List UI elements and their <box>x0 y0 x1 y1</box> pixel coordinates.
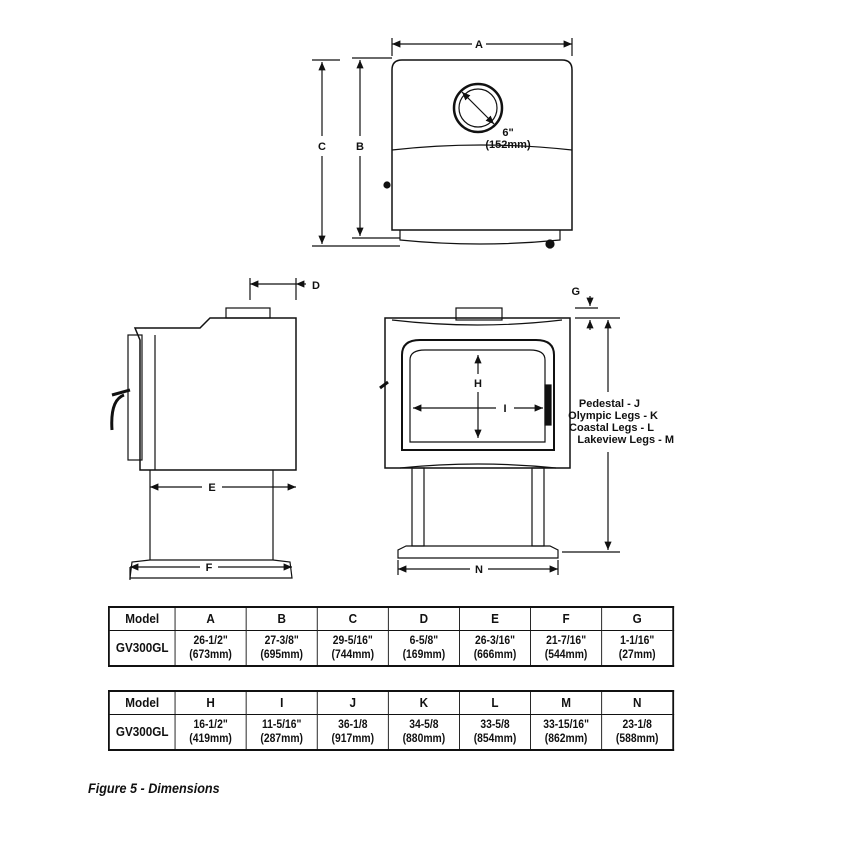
value-inches: 16-1/2" <box>193 719 228 731</box>
label-d: D <box>312 280 320 292</box>
value-inches: 1-1/16" <box>620 635 655 647</box>
side-view <box>110 278 306 580</box>
table-row: GV300GL 16-1/2" (419mm) 11-5/16" (287mm) 3… <box>108 714 674 751</box>
value-cell: 11-5/16" (287mm) <box>245 714 318 751</box>
value-mm: (666mm) <box>473 649 517 661</box>
table-row: GV300GL 26-1/2" (673mm) 27-3/8" (695mm) 29… <box>108 630 674 667</box>
value-inches: 36-1/8 <box>338 719 368 731</box>
value-inches: 23-1/8 <box>622 719 652 731</box>
header-cell: I <box>245 690 318 715</box>
value-cell: 27-3/8" (695mm) <box>245 630 318 667</box>
label-a: A <box>475 39 483 51</box>
header-cell: A <box>174 606 247 631</box>
header-cell: H <box>174 690 247 715</box>
value-cell: 26-1/2" (673mm) <box>174 630 247 667</box>
value-cell: 6-5/8" (169mm) <box>387 630 460 667</box>
header-cell: E <box>458 606 531 631</box>
table-header-row: Model H I J K L M N <box>108 690 674 715</box>
value-cell: 26-3/16" (666mm) <box>458 630 531 667</box>
value-cell: 29-5/16" (744mm) <box>316 630 389 667</box>
value-inches: 26-3/16" <box>474 635 516 647</box>
dimensions-table-a-g: Model A B C D E F G GV300GL 26-1/2" (673m… <box>108 606 675 667</box>
value-inches: 34-5/8 <box>409 719 439 731</box>
header-cell: K <box>387 690 460 715</box>
value-mm: (588mm) <box>615 733 659 745</box>
value-cell: 33-5/8 (854mm) <box>458 714 531 751</box>
value-inches: 26-1/2" <box>193 635 228 647</box>
flue-size-label: 6" <box>502 127 513 139</box>
figure-caption: Figure 5 - Dimensions <box>88 780 220 796</box>
label-i: I <box>503 403 506 415</box>
value-mm: (169mm) <box>402 649 446 661</box>
value-mm: (673mm) <box>189 649 232 661</box>
value-inches: 33-5/8 <box>480 719 510 731</box>
top-view <box>312 38 573 249</box>
value-inches: 33-15/16" <box>543 719 589 731</box>
header-cell: G <box>601 606 674 631</box>
model-cell: GV300GL <box>108 630 176 667</box>
flue-size-mm-label: (152mm) <box>485 139 531 151</box>
header-cell: Model <box>108 690 176 715</box>
leg-option-coastal: Coastal Legs - L <box>569 422 654 434</box>
flue-outlet <box>452 82 504 134</box>
value-inches: 11-5/16" <box>261 719 302 731</box>
header-cell: C <box>316 606 389 631</box>
header-cell: J <box>316 690 389 715</box>
leg-option-olympic: Olympic Legs - K <box>568 410 658 422</box>
value-mm: (917mm) <box>331 733 375 745</box>
value-mm: (880mm) <box>402 733 446 745</box>
value-inches: 29-5/16" <box>332 635 373 647</box>
value-mm: (862mm) <box>544 733 588 745</box>
stove-dimension-drawings: A C B 6" (152mm) D E F <box>110 38 674 580</box>
label-g: G <box>571 286 580 298</box>
value-mm: (744mm) <box>331 649 375 661</box>
model-cell: GV300GL <box>108 714 176 751</box>
value-mm: (854mm) <box>473 733 517 745</box>
leg-option-pedestal: Pedestal - J <box>579 398 640 410</box>
header-cell: F <box>530 606 603 631</box>
label-b: B <box>356 141 364 153</box>
header-cell: L <box>458 690 531 715</box>
header-cell: D <box>387 606 460 631</box>
dimensions-table-h-n: Model H I J K L M N GV300GL 16-1/2" (419m… <box>108 690 675 751</box>
label-c: C <box>318 141 326 153</box>
value-cell: 33-15/16" (862mm) <box>530 714 603 751</box>
value-mm: (419mm) <box>189 733 232 745</box>
value-cell: 16-1/2" (419mm) <box>174 714 247 751</box>
value-cell: 1-1/16" (27mm) <box>601 630 674 667</box>
value-cell: 36-1/8 (917mm) <box>316 714 389 751</box>
header-cell: Model <box>108 606 176 631</box>
header-cell: B <box>245 606 318 631</box>
value-cell: 23-1/8 (588mm) <box>601 714 674 751</box>
value-mm: (287mm) <box>260 733 303 745</box>
label-e: E <box>208 482 215 494</box>
value-mm: (544mm) <box>544 649 588 661</box>
value-inches: 27-3/8" <box>264 635 299 647</box>
front-view <box>379 296 620 575</box>
value-mm: (695mm) <box>260 649 303 661</box>
header-cell: M <box>530 690 603 715</box>
value-mm: (27mm) <box>618 649 656 661</box>
value-cell: 34-5/8 (880mm) <box>387 714 460 751</box>
header-cell: N <box>601 690 674 715</box>
label-h: H <box>474 378 482 390</box>
leg-option-lakeview: Lakeview Legs - M <box>577 434 674 446</box>
label-n: N <box>475 564 483 576</box>
label-f: F <box>206 562 213 574</box>
table-header-row: Model A B C D E F G <box>108 606 674 631</box>
value-inches: 6-5/8" <box>409 635 439 647</box>
value-inches: 21-7/16" <box>546 635 587 647</box>
value-cell: 21-7/16" (544mm) <box>530 630 603 667</box>
